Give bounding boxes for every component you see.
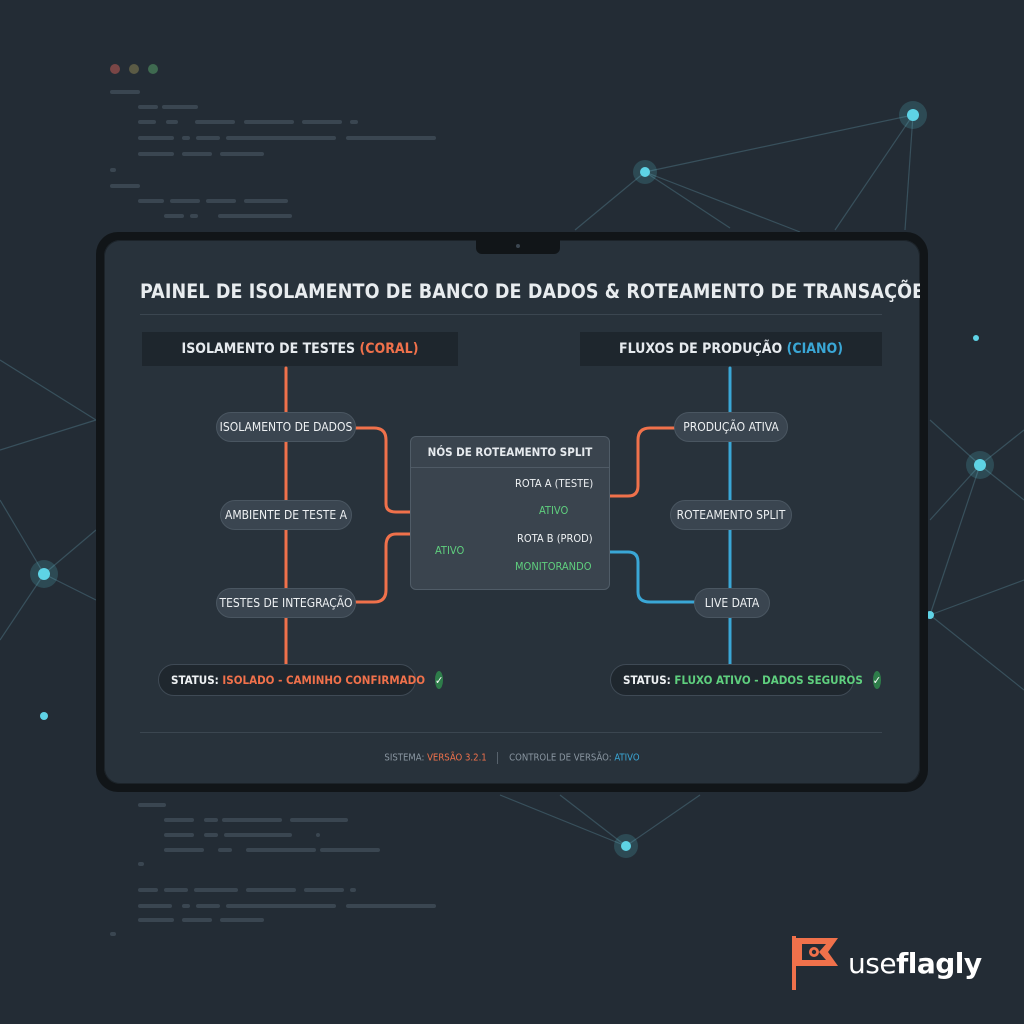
left-status-value: ISOLADO - CAMINHO CONFIRMADO — [222, 673, 426, 687]
node-isolamento-dados[interactable]: ISOLAMENTO DE DADOS — [216, 412, 356, 442]
route-a-label: ROTA A (TESTE) — [515, 477, 594, 490]
node-producao-ativa[interactable]: PRODUÇÃO ATIVA — [674, 412, 788, 442]
left-status-badge: STATUS: ISOLADO - CAMINHO CONFIRMADO ✓ — [158, 664, 444, 696]
router-title: NÓS DE ROTEAMENTO SPLIT — [411, 437, 609, 468]
window-controls — [110, 64, 158, 74]
title-divider — [140, 314, 882, 315]
left-column-title: ISOLAMENTO DE TESTES — [181, 341, 356, 357]
flag-logo-icon — [792, 936, 838, 990]
route-a-status: ATIVO — [539, 504, 569, 517]
right-status-label: STATUS: — [623, 673, 671, 687]
footer-bar: SISTEMA: VERSÃO 3.2.1 CONTROLE DE VERSÃO… — [104, 752, 920, 764]
right-column-title: FLUXOS DE PRODUÇÃO — [618, 341, 783, 357]
right-column-header: FLUXOS DE PRODUÇÃO (CIANO) — [580, 332, 882, 366]
system-version: VERSÃO 3.2.1 — [427, 752, 487, 764]
left-column-header: ISOLAMENTO DE TESTES (CORAL) — [142, 332, 458, 366]
brand-name: useflagly — [848, 947, 982, 980]
minimize-dot-icon — [129, 64, 139, 74]
system-label: SISTEMA: — [384, 752, 425, 764]
close-dot-icon — [110, 64, 120, 74]
check-icon: ✓ — [435, 671, 444, 689]
split-router-box: NÓS DE ROTEAMENTO SPLIT ROTA A (TESTE) A… — [410, 436, 610, 590]
node-roteamento-split[interactable]: ROTEAMENTO SPLIT — [670, 500, 792, 530]
brand-logo: useflagly — [792, 934, 982, 992]
maximize-dot-icon — [148, 64, 158, 74]
page-title: PAINEL DE ISOLAMENTO DE BANCO DE DADOS &… — [140, 280, 920, 303]
left-column-tag: (CORAL) — [359, 341, 419, 357]
footer-separator — [497, 752, 499, 764]
node-testes-integracao[interactable]: TESTES DE INTEGRAÇÃO — [216, 588, 356, 618]
merge-status: ATIVO — [435, 544, 465, 557]
version-control-label: CONTROLE DE VERSÃO: — [509, 752, 612, 764]
route-b-status: MONITORANDO — [515, 560, 592, 573]
footer-divider — [140, 732, 882, 733]
version-control-value: ATIVO — [614, 752, 640, 764]
tablet-device: PAINEL DE ISOLAMENTO DE BANCO DE DADOS &… — [96, 232, 928, 792]
right-status-value: FLUXO ATIVO - DADOS SEGUROS — [674, 673, 863, 687]
route-b-label: ROTA B (PROD) — [517, 532, 593, 545]
wire-testes-to-router — [349, 532, 446, 604]
node-ambiente-teste-a[interactable]: AMBIENTE DE TESTE A — [220, 500, 352, 530]
node-live-data[interactable]: LIVE DATA — [694, 588, 770, 618]
camera-icon — [516, 244, 520, 248]
wire-isolamento-to-router — [349, 426, 448, 514]
brand-name-bold: flagly — [896, 946, 982, 980]
brand-name-light: use — [848, 946, 897, 980]
check-icon: ✓ — [872, 671, 882, 689]
tablet-notch — [476, 240, 560, 254]
right-status-badge: STATUS: FLUXO ATIVO - DADOS SEGUROS ✓ — [610, 664, 882, 696]
dashboard-screen: PAINEL DE ISOLAMENTO DE BANCO DE DADOS &… — [104, 240, 920, 784]
left-status-label: STATUS: — [171, 673, 219, 687]
right-column-tag: (CIANO) — [786, 341, 844, 357]
